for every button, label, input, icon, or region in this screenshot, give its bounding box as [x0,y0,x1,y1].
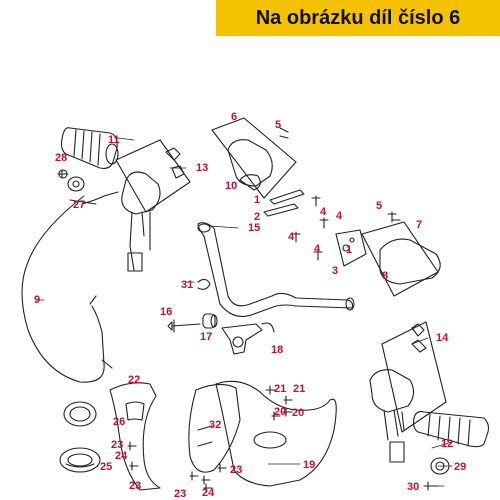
part-15-handlebar [197,222,355,317]
part-number-8: 8 [382,270,388,282]
part-11-left-grip [60,127,119,169]
part-22-front-cover [109,382,161,491]
part-17-collar [202,313,218,329]
part-number-20b: 20 [292,407,304,419]
part-number-23c: 23 [230,464,242,476]
part-number-26: 26 [113,416,125,428]
part-number-23b: 23 [129,480,141,492]
part-25-cap [59,447,101,473]
part-number-18: 18 [271,344,283,356]
title-banner-text: Na obrázku díl číslo 6 [255,7,461,29]
part-number-19: 19 [303,459,315,471]
part-14-right-switch [369,321,447,463]
part-number-16: 16 [160,306,172,318]
screws-4-5 [291,195,401,261]
part-number-21a: 21 [274,383,286,395]
leader-lines [35,137,453,487]
part-number-1a: 1 [254,194,260,206]
part-number-7: 7 [416,219,422,231]
part-number-15: 15 [248,222,260,234]
part-13-left-switch [69,139,191,272]
part-number-2: 2 [254,211,260,223]
part-18-clamp [221,322,275,355]
part-number-10: 10 [225,180,237,192]
part-number-4b: 4 [336,210,343,222]
part-number-4c: 4 [288,231,295,243]
part-26-emblem [63,401,97,427]
part-31-clip [197,278,211,290]
part-number-9: 9 [34,294,40,306]
part-number-22: 22 [128,374,140,386]
title-banner: Na obrázku díl číslo 6 [216,0,500,36]
part-number-23a: 23 [111,439,123,451]
part-number-13: 13 [196,162,208,174]
part-19-rear-cover [215,380,337,487]
part-number-24b: 24 [202,487,215,499]
part-number-12: 12 [441,438,453,450]
part-number-17: 17 [200,331,212,343]
part-number-21b: 21 [293,383,305,395]
part-number-25: 25 [100,461,112,473]
part-6-10-switch-box [211,117,305,217]
part-number-4a: 4 [320,206,327,218]
part-number-6: 6 [231,111,237,123]
part-number-1b: 1 [346,244,352,256]
part-number-30: 30 [407,481,419,493]
part-32-inner-cover [188,383,241,473]
part-number-24a: 24 [115,450,128,462]
part-number-20a: 20 [274,406,286,418]
part-number-29: 29 [454,461,466,473]
part-12-right-grip [412,411,490,448]
fasteners-20-21 [265,385,293,421]
part-numbers: 1 1 2 3 4 4 4 4 5 5 6 7 8 9 10 11 12 13 … [34,111,466,500]
part-27-nut [67,176,85,192]
part-number-11: 11 [108,134,120,146]
part-number-14: 14 [436,332,449,344]
part-number-4d: 4 [314,243,321,255]
part-number-31: 31 [181,279,193,291]
part-9-cable [21,195,113,383]
part-number-3: 3 [332,265,338,277]
part-16-bolt [167,319,201,333]
part-7-8-right-switch [335,221,441,297]
screws-23-24 [127,441,227,493]
part-number-28: 28 [55,152,67,164]
part-28-screw [57,169,69,179]
part-number-5a: 5 [275,119,281,131]
part-number-23d: 23 [174,488,186,500]
part-number-5b: 5 [376,200,382,212]
part-number-32: 32 [209,419,221,431]
part-number-27: 27 [73,199,85,211]
